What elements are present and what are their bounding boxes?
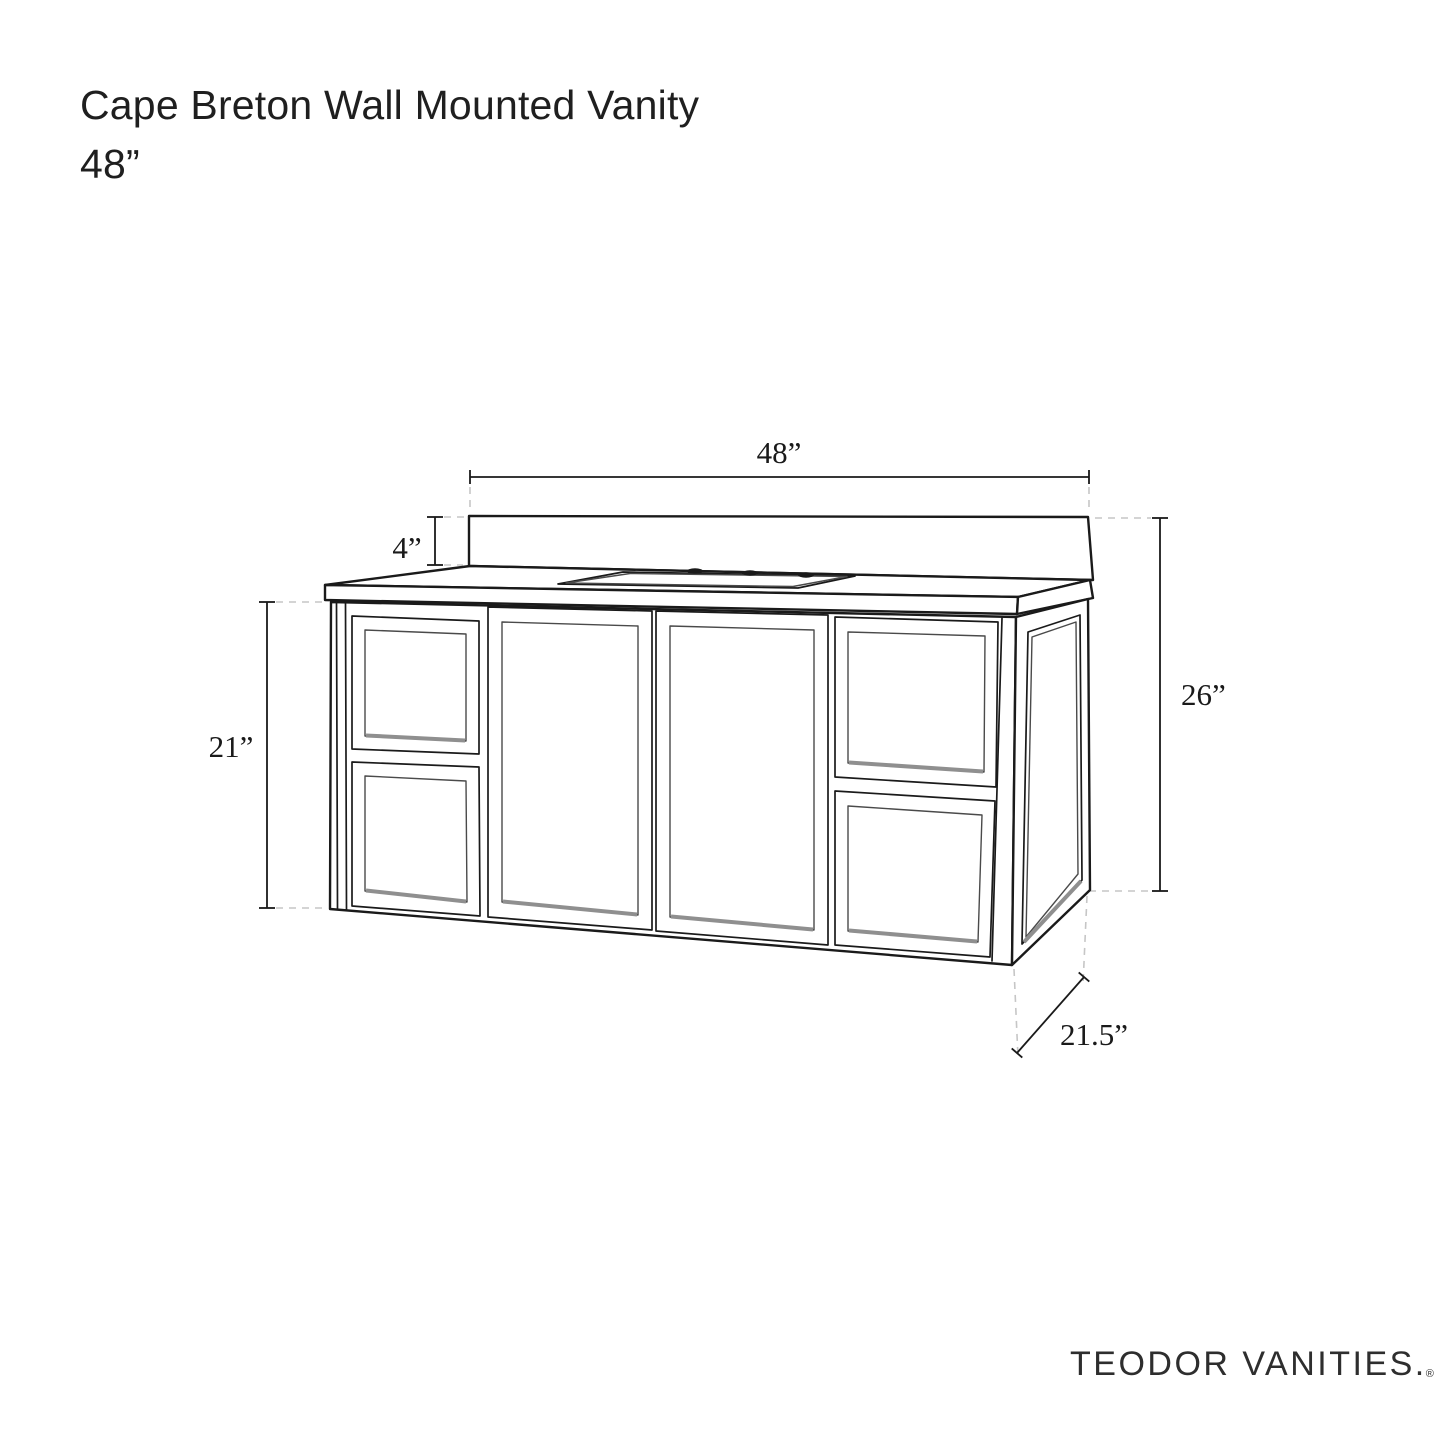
faucet-hole [742, 570, 758, 576]
product-name: Cape Breton Wall Mounted Vanity [80, 82, 700, 128]
door-left [487, 606, 653, 931]
faucet-hole [687, 568, 703, 574]
dimension-width: 48” [469, 435, 1090, 484]
left-drawer-bottom [351, 761, 481, 917]
cabinet-front [328, 600, 1018, 967]
product-size: 48” [80, 141, 140, 187]
countertop-right-edge [1015, 578, 1095, 616]
dimension-backsplash-label: 4” [392, 530, 421, 565]
registered-trademark-icon: ® [1425, 1368, 1434, 1380]
faucet-hole [798, 572, 814, 578]
dimension-overall-height-label: 26” [1181, 677, 1226, 712]
door-right [655, 610, 829, 946]
dimension-cabinet-height-label: 21” [209, 729, 254, 764]
guide-lines [276, 487, 1151, 1058]
dimension-backsplash-height: 4” [392, 516, 443, 566]
right-drawer-bottom [834, 790, 996, 958]
brand-name: TEODOR VANITIES. [1070, 1345, 1427, 1383]
brand-logo: TEODOR VANITIES.® [1070, 1345, 1435, 1384]
backsplash [467, 514, 1095, 582]
dimension-depth-label: 21.5” [1060, 1017, 1128, 1052]
dimension-depth: 21.5” [1011, 971, 1128, 1059]
page-title: Cape Breton Wall Mounted Vanity 48” [80, 76, 699, 194]
right-drawer-top [834, 616, 999, 788]
dimension-cabinet-height: 21” [209, 601, 275, 909]
cabinet-side-panel [1010, 597, 1092, 967]
dimension-width-label: 48” [757, 435, 802, 470]
left-drawer-top [351, 615, 480, 755]
dimension-overall-height: 26” [1152, 517, 1226, 892]
sink-cutout [557, 568, 856, 589]
